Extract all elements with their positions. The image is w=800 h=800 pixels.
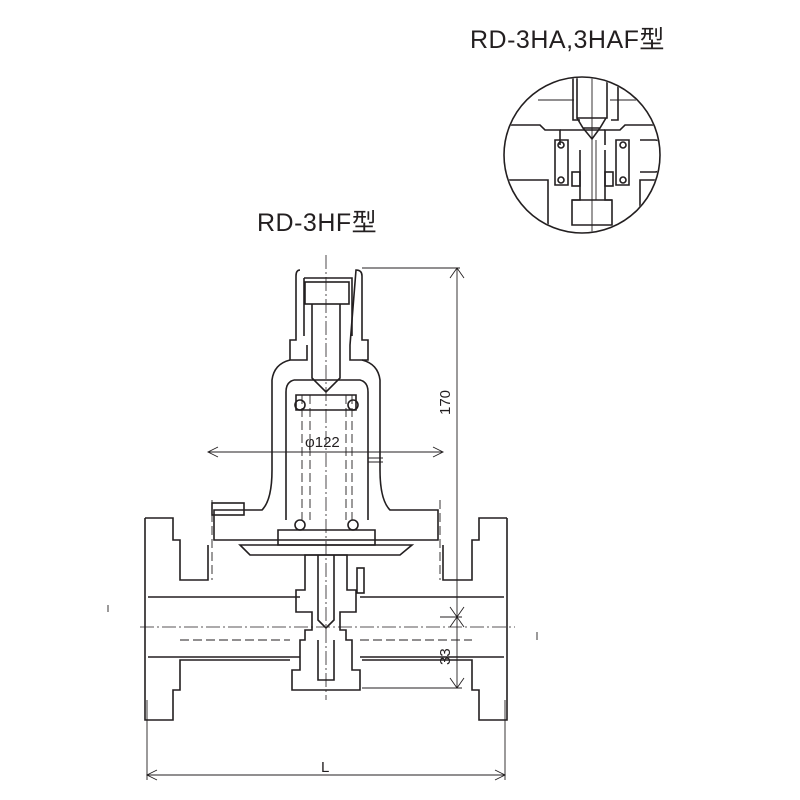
height-dimension: 170	[437, 390, 454, 415]
detail-view-title: RD-3HA,3HAF型	[470, 26, 665, 54]
inlet-offset-dimension: 33	[437, 648, 454, 665]
detail-view	[503, 76, 661, 234]
length-dimension: L	[321, 759, 329, 776]
diameter-dimension: φ122	[305, 434, 340, 451]
main-view-title: RD-3HF型	[257, 209, 378, 237]
main-view	[107, 255, 538, 781]
